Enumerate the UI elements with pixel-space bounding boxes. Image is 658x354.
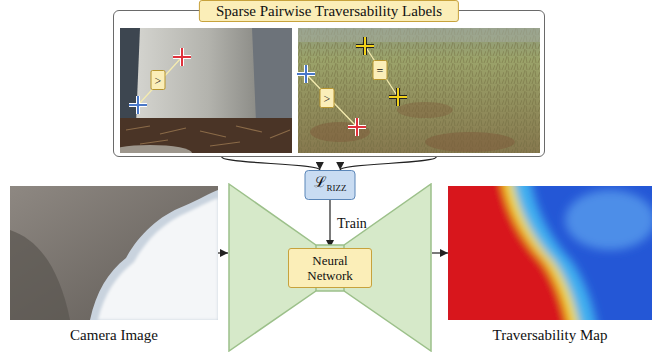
photo-ground (120, 28, 292, 153)
pine-needles (126, 126, 290, 146)
cross-outline (129, 96, 147, 114)
snow-pile (98, 198, 218, 320)
cross-outline (297, 65, 315, 83)
comparison-box: > (320, 88, 335, 108)
connector-arrow (432, 252, 448, 253)
cross-outline (356, 37, 374, 55)
grass-field (298, 28, 540, 153)
pair-line (306, 74, 357, 127)
pair-line (365, 46, 398, 97)
connector-arrow (222, 157, 320, 170)
image-caption: Traversability Map (493, 326, 608, 344)
photo-background (250, 28, 292, 120)
comparison-symbol: > (324, 92, 331, 106)
connector-arrow (329, 200, 330, 248)
dry-patch (397, 102, 453, 118)
comparison-symbol: > (155, 74, 162, 88)
pavement (10, 186, 218, 320)
yellow-band (448, 186, 580, 320)
yellow-cross (389, 88, 407, 106)
pillar-photo (120, 28, 292, 153)
loss-box: ℒRIZZ (305, 170, 356, 200)
connector-arrow (218, 252, 228, 253)
snow-shadow (90, 190, 218, 320)
concrete-pillar (136, 28, 256, 124)
traversability-map: Traversability Map (448, 186, 652, 320)
network-label: Neural Network (288, 248, 372, 288)
comparison-box: = (373, 60, 388, 80)
cross-outline (348, 118, 366, 136)
cross-outline (173, 48, 191, 66)
hourglass-outline (229, 184, 431, 351)
heat-layers (448, 186, 652, 320)
cyan-band (448, 186, 598, 320)
high-cost-region (448, 186, 570, 320)
red-cross (173, 48, 191, 66)
wet-pavement (10, 230, 70, 320)
red-cross (348, 118, 366, 136)
mid-cost-patch (565, 190, 652, 250)
traversability-heatmap (448, 186, 652, 320)
network-block: Neural Network (228, 183, 432, 352)
dry-patch (425, 132, 515, 152)
cross-outline (389, 88, 407, 106)
gravel (120, 145, 192, 153)
distant-field (298, 28, 540, 42)
grass-photo (298, 28, 540, 153)
blue-cross (297, 65, 315, 83)
yellow-cross (356, 37, 374, 55)
camera-image: Camera Image (10, 186, 218, 320)
connector-arrow (340, 157, 436, 170)
camera-photo (10, 186, 218, 320)
loss-subscript: RIZZ (327, 183, 347, 193)
image-caption: Camera Image (70, 326, 158, 344)
loss-symbol: ℒRIZZ (314, 173, 347, 197)
comparison-symbol: = (377, 64, 384, 78)
grass-texture (298, 28, 540, 153)
panel-heading: Sparse Pairwise Traversability Labels (199, 0, 459, 22)
comparison-box: > (151, 70, 166, 90)
edge-label: Train (337, 216, 367, 232)
loss-letter: ℒ (314, 173, 327, 191)
pairwise-annotations (129, 37, 407, 136)
blue-cross (129, 96, 147, 114)
label-panel: >>=Sparse Pairwise Traversability Labels (113, 10, 545, 157)
pair-line (138, 57, 182, 105)
